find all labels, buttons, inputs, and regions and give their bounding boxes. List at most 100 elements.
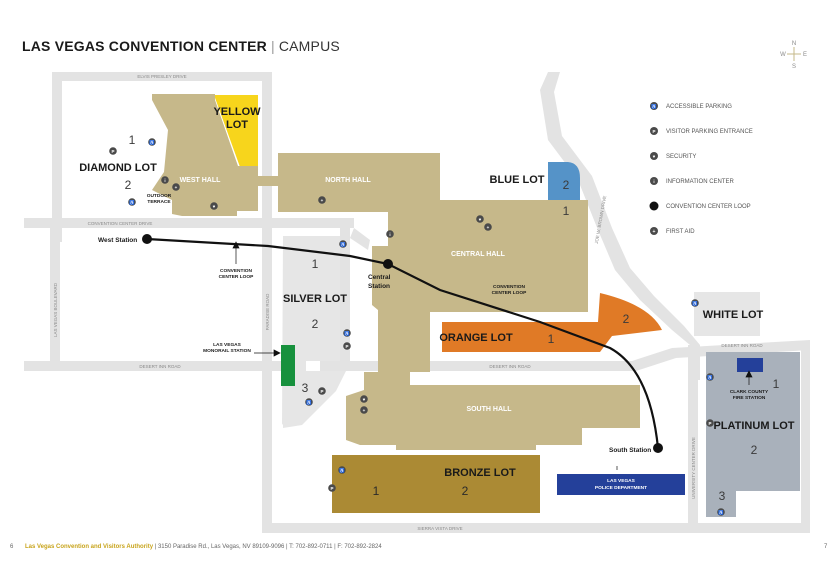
- road-label-desert-c: DESERT INN ROAD: [489, 364, 531, 369]
- security-icon: [650, 152, 658, 160]
- diamond-lot-shape: [62, 106, 166, 213]
- police-1: LAS VEGAS: [607, 478, 636, 484]
- visitor-parking-icon: [650, 127, 658, 135]
- central-station-icon[interactable]: [383, 259, 393, 269]
- halls: [152, 94, 640, 450]
- platinum-lot-2: 2: [751, 443, 758, 457]
- fire-1: CLARK COUNTY: [730, 389, 769, 395]
- road-label-university: UNIVERSITY CENTER DRIVE: [691, 437, 696, 499]
- blue-lot-1: 1: [563, 204, 570, 218]
- silver-lot-lower: [283, 371, 346, 428]
- roads: [24, 72, 810, 533]
- road-sierra-vista: [262, 523, 810, 533]
- central-station-label-2: Station: [368, 283, 390, 290]
- loop-station-icon: [649, 201, 659, 211]
- road-label-ccd: CONVENTION CENTER DRIVE: [88, 221, 153, 226]
- compass: N S W E: [780, 41, 807, 70]
- outdoor-terrace-2: TERRACE: [147, 199, 171, 205]
- information-icon[interactable]: i: [161, 176, 169, 184]
- accessible-parking-icon[interactable]: ♿: [343, 329, 351, 337]
- footer-divider: |: [286, 544, 288, 550]
- compass-s: S: [792, 64, 796, 70]
- road-paradise: [262, 228, 272, 533]
- security-icon[interactable]: ♥: [476, 215, 484, 223]
- legend-label: SECURITY: [666, 154, 696, 160]
- monorail-1: LAS VEGAS: [213, 342, 242, 348]
- visitor-parking-icon[interactable]: P: [318, 387, 326, 395]
- accessible-parking-icon[interactable]: ♿: [128, 198, 136, 206]
- visitor-parking-icon[interactable]: P: [343, 342, 351, 350]
- arrows: [232, 241, 753, 470]
- visitor-parking-icon[interactable]: P: [706, 419, 714, 427]
- accessible-parking-icon[interactable]: ♿: [339, 240, 347, 248]
- footer-divider: |: [154, 544, 157, 550]
- legend-item-visitor-parking: P VISITOR PARKING ENTRANCE: [650, 127, 753, 135]
- road-desert-inn-e: [632, 340, 810, 371]
- lot-numbers: 1 2 2 1 1 2 3 1 2 1 2 3 1 2: [125, 133, 780, 503]
- accessible-parking-icon[interactable]: ♿: [305, 398, 313, 406]
- west-station-label: West Station: [98, 237, 137, 244]
- svg-text:i: i: [653, 179, 654, 184]
- small-labels: OUTDOOR TERRACE CONVENTION CENTER LOOP C…: [147, 193, 769, 491]
- south-station-icon[interactable]: [653, 443, 663, 453]
- police-dept-shape: [557, 474, 685, 495]
- security-icon[interactable]: ♥: [210, 202, 218, 210]
- legend-label: VISITOR PARKING ENTRANCE: [666, 129, 753, 135]
- road-desert-inn-w: [24, 361, 286, 371]
- orange-lot-1: 1: [548, 332, 555, 346]
- monorail-2: MONORAIL STATION: [203, 348, 251, 354]
- police-2: POLICE DEPARTMENT: [595, 485, 647, 491]
- bronze-lot-2: 2: [462, 484, 469, 498]
- silver-lot-label: SILVER LOT: [283, 293, 347, 305]
- bronze-lot-1: 1: [373, 484, 380, 498]
- first-aid-icon[interactable]: +: [172, 183, 180, 191]
- page-number-right: 7: [824, 544, 828, 550]
- road-east-vertical: [801, 346, 810, 526]
- silver-lot-3: 3: [302, 381, 309, 395]
- svg-text:♿: ♿: [344, 330, 350, 336]
- first-aid-icon[interactable]: +: [360, 406, 368, 414]
- first-aid-icon[interactable]: +: [318, 196, 326, 204]
- svg-text:♥: ♥: [213, 204, 216, 209]
- legend-label: FIRST AID: [666, 229, 695, 235]
- accessible-parking-icon[interactable]: ♿: [691, 299, 699, 307]
- svg-text:+: +: [653, 229, 656, 235]
- lots: [62, 95, 800, 517]
- west-station-icon[interactable]: [142, 234, 152, 244]
- title-main: LAS VEGAS CONVENTION CENTER: [22, 38, 267, 54]
- accessible-parking-icon: [650, 102, 658, 110]
- yellow-lot-shape: [214, 95, 258, 167]
- silver-lot-2: 2: [312, 317, 319, 331]
- road-label-paradise: PARADISE ROAD: [265, 293, 270, 330]
- white-lot-label: WHITE LOT: [703, 309, 764, 321]
- bronze-lot-label: BRONZE LOT: [444, 467, 516, 479]
- road-label-lvblvd: LAS VEGAS BOULEVARD: [53, 282, 58, 337]
- visitor-parking-icon[interactable]: P: [328, 484, 336, 492]
- platinum-lot-shape: [706, 352, 800, 517]
- fire-2: FIRE STATION: [733, 395, 766, 401]
- security-icon[interactable]: ♥: [360, 395, 368, 403]
- accessible-parking-icon[interactable]: ♿: [148, 138, 156, 146]
- bronze-lot-shape: [332, 455, 540, 513]
- blue-lot-label: BLUE LOT: [490, 174, 545, 186]
- svg-text:+: +: [321, 198, 324, 203]
- visitor-parking-icon[interactable]: P: [109, 147, 117, 155]
- accessible-parking-icon[interactable]: ♿: [717, 508, 725, 516]
- south-station-label: South Station: [609, 447, 651, 454]
- svg-text:+: +: [363, 408, 366, 413]
- svg-text:+: +: [175, 185, 178, 190]
- accessible-parking-icon[interactable]: ♿: [706, 373, 714, 381]
- lot-labels: YELLOW LOT DIAMOND LOT BLUE LOT SILVER L…: [79, 106, 795, 479]
- compass-e: E: [803, 52, 807, 58]
- road-lv-blvd: [50, 228, 60, 368]
- monorail-station-shape: [281, 345, 295, 386]
- first-aid-icon[interactable]: +: [484, 223, 492, 231]
- outdoor-terrace-1: OUTDOOR: [147, 193, 172, 199]
- central-hall-shape: [372, 200, 588, 372]
- road-west-vertical: [52, 72, 62, 242]
- svg-text:♿: ♿: [340, 241, 346, 247]
- information-icon[interactable]: i: [386, 230, 394, 238]
- diamond-lot-1: 1: [129, 133, 136, 147]
- accessible-parking-icon[interactable]: ♿: [338, 466, 346, 474]
- svg-text:♥: ♥: [363, 397, 366, 402]
